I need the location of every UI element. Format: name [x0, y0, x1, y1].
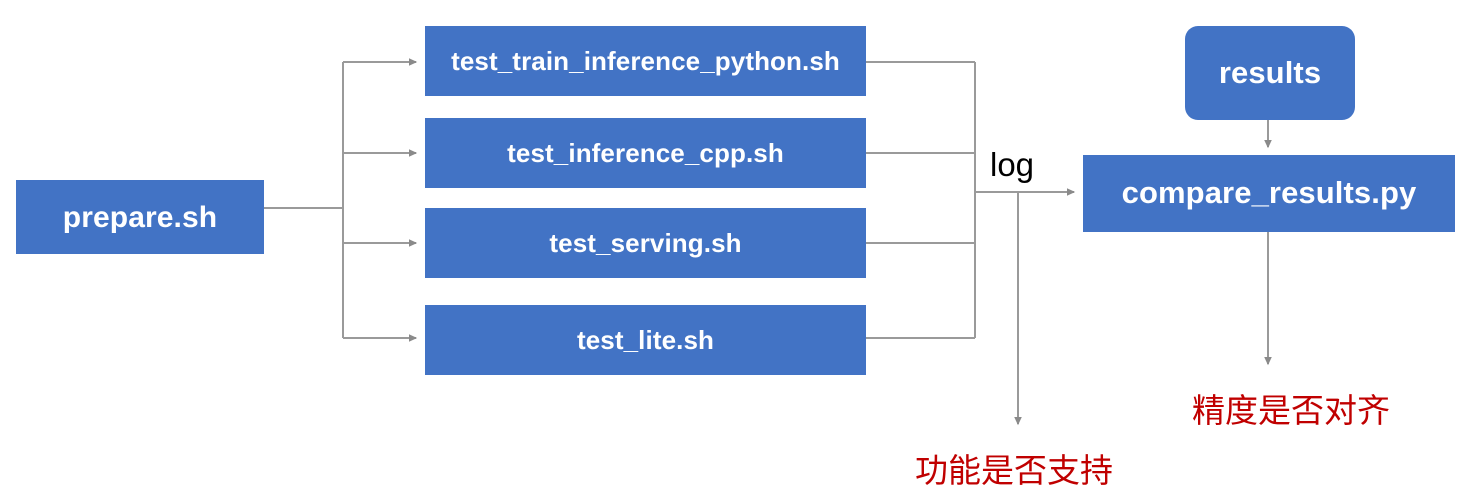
node-test-train-inference-python-sh[interactable]: test_train_inference_python.sh	[425, 26, 866, 96]
edge-label-log: log	[990, 146, 1035, 183]
node-test-serving-sh[interactable]: test_serving.sh	[425, 208, 866, 278]
annotation-precision-aligned: 精度是否对齐	[1192, 392, 1390, 429]
node-results[interactable]: results	[1185, 26, 1355, 120]
node-test-lite-sh[interactable]: test_lite.sh	[425, 305, 866, 375]
node-compare-results-py[interactable]: compare_results.py	[1083, 155, 1455, 232]
node-test-inference-cpp-sh[interactable]: test_inference_cpp.sh	[425, 118, 866, 188]
annotation-function-support: 功能是否支持	[915, 452, 1113, 489]
node-prepare-sh[interactable]: prepare.sh	[16, 180, 264, 254]
